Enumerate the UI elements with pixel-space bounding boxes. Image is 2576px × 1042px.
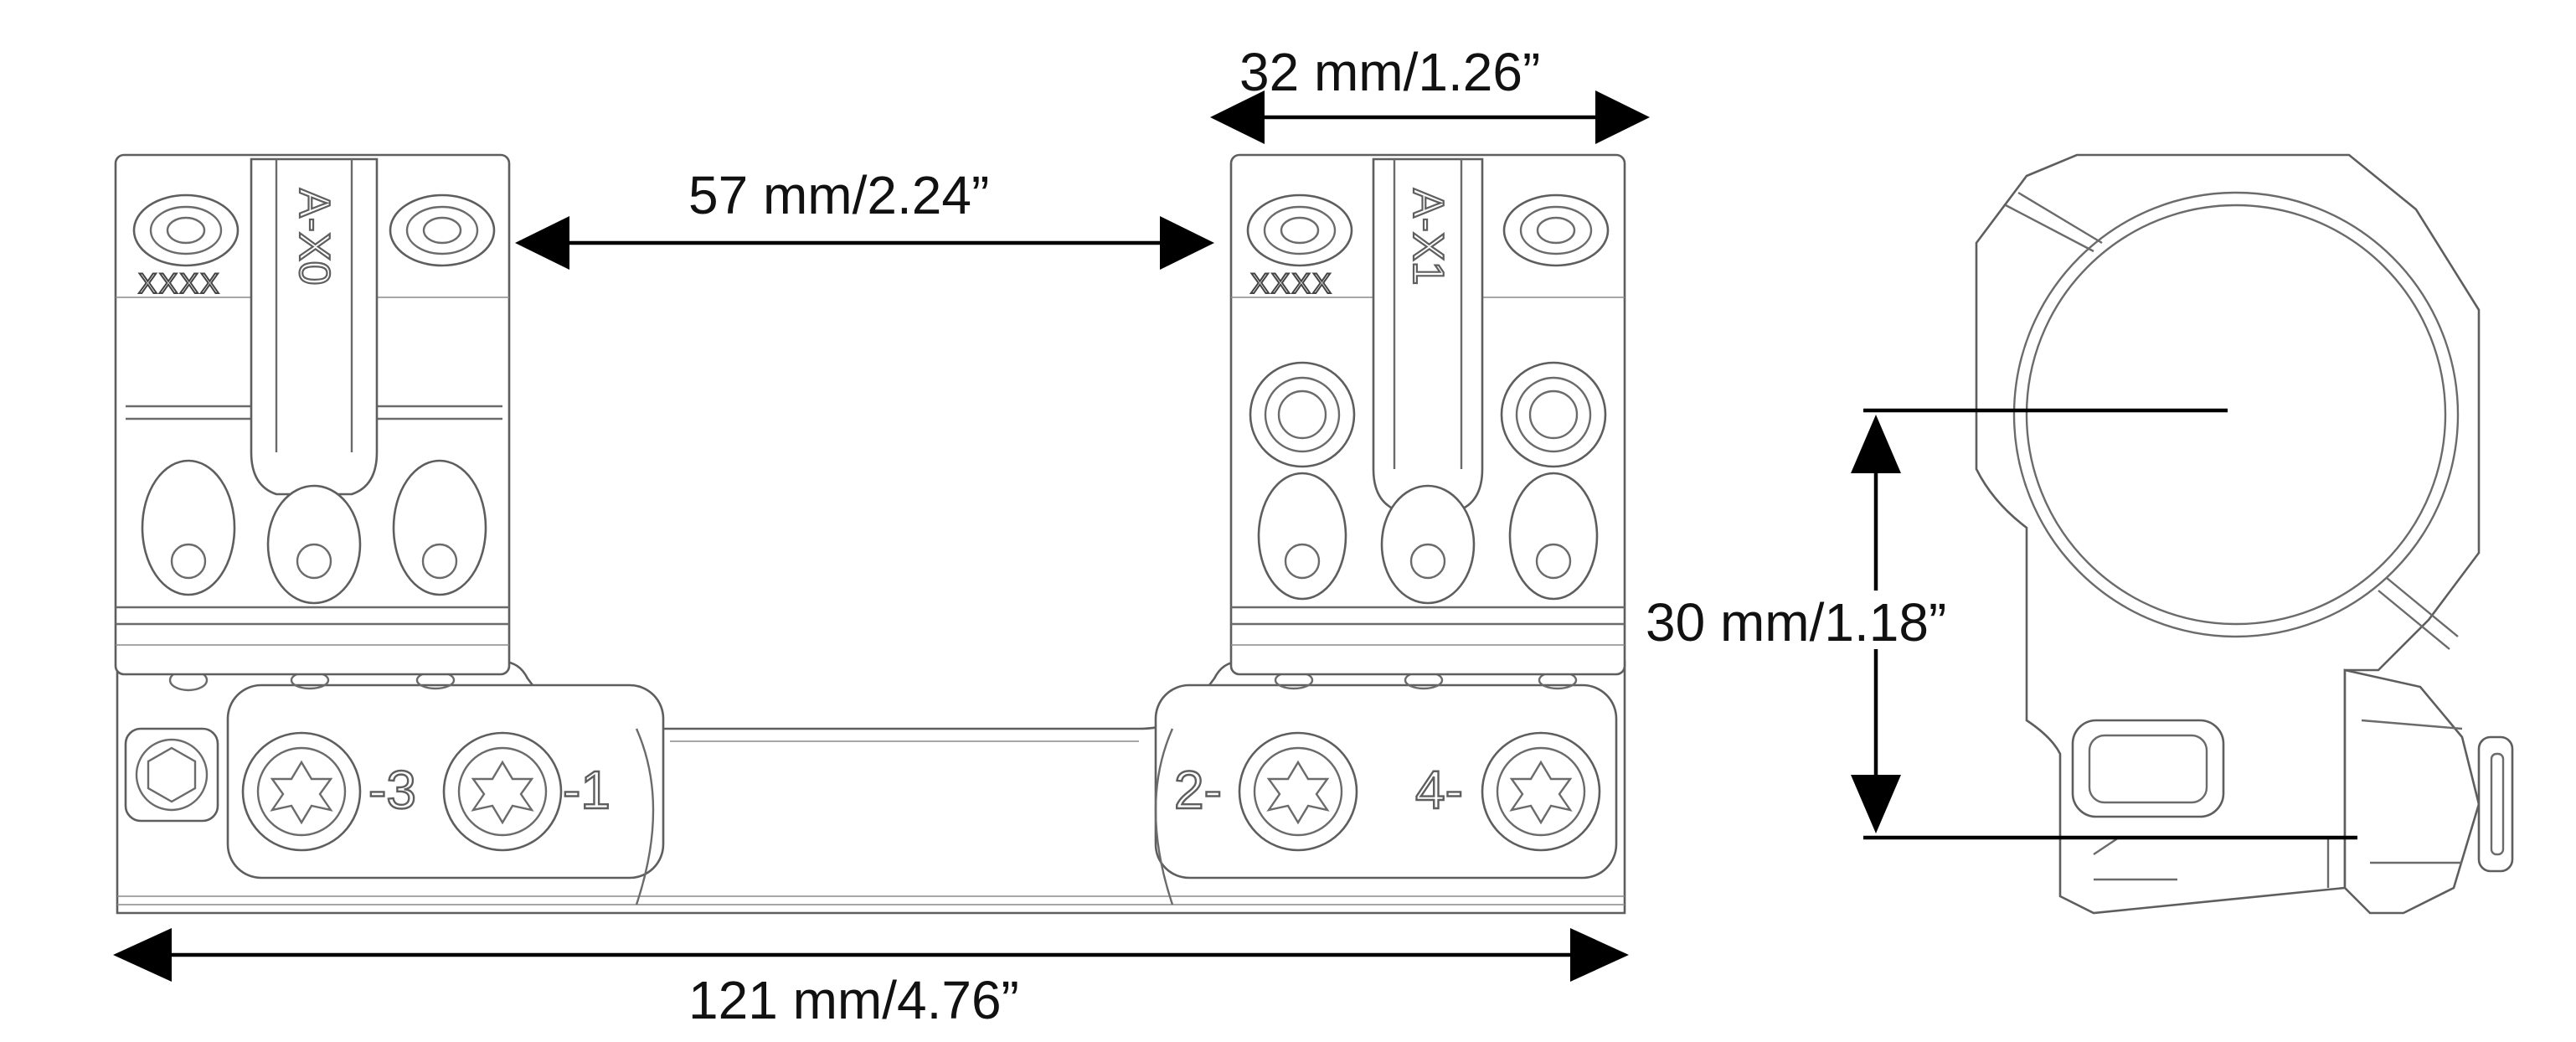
dimension-center-height: [1851, 408, 2357, 840]
hex-screw-icon: [124, 727, 219, 823]
left-ring-code: A-X0: [290, 188, 338, 286]
torx-screw-icon: [1481, 731, 1601, 852]
base-mark-left-outer: -3: [368, 760, 416, 820]
dimension-overall-length: [113, 928, 1629, 982]
dimension-arrow-icon: [1595, 90, 1650, 144]
torx-screw-icon: [241, 731, 362, 852]
base-mark-right-outer: 4-: [1415, 760, 1463, 820]
dimension-overall-length-label: 121 mm/4.76”: [688, 970, 1019, 1030]
base-mark-left-inner: -1: [563, 760, 611, 820]
right-ring-code: A-X1: [1404, 188, 1452, 286]
dimension-ring-spacing: [515, 216, 1214, 270]
dimension-ring-spacing-label: 57 mm/2.24”: [688, 165, 989, 225]
dimension-arrow-icon: [113, 928, 172, 982]
dimension-arrow-icon: [1210, 90, 1265, 144]
torx-screw-icon: [442, 731, 563, 852]
dimension-center-height-label: 30 mm/1.18”: [1646, 592, 1946, 653]
dimension-ring-width-label: 32 mm/1.26”: [1239, 42, 1540, 102]
right-ring-serial: XXXX: [1250, 268, 1333, 300]
base-mark-right-inner: 2-: [1174, 760, 1222, 820]
dimension-arrow-icon: [1851, 775, 1901, 833]
left-ring-serial: XXXX: [138, 268, 221, 300]
dimension-arrow-icon: [1160, 216, 1214, 270]
dimension-arrow-icon: [1570, 928, 1629, 982]
torx-screw-icon: [1238, 731, 1358, 852]
dimension-arrow-icon: [1851, 415, 1901, 473]
left-ring: [114, 153, 511, 676]
side-view-ring: [1975, 153, 2514, 915]
right-ring: [1229, 153, 1626, 676]
dimension-arrow-icon: [515, 216, 569, 270]
dimension-ring-width: [1210, 90, 1650, 144]
